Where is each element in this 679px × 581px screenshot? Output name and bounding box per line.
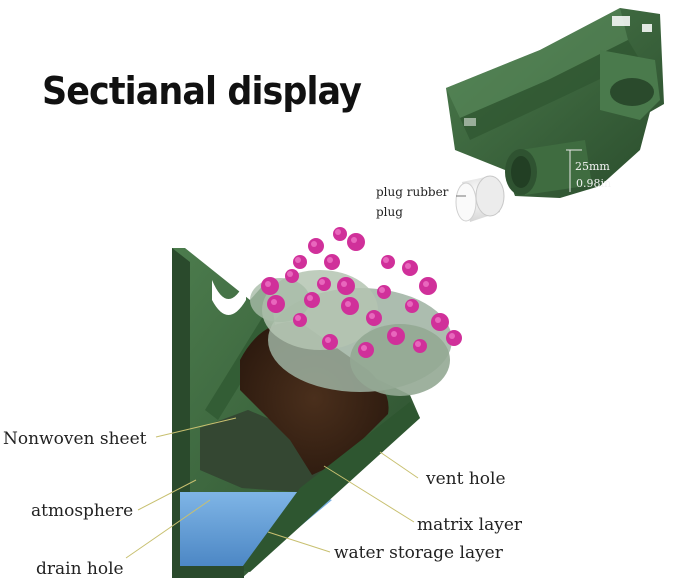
flower-highlight	[287, 271, 293, 277]
label-water-storage-layer: water storage layer	[334, 543, 503, 563]
label-matrix-layer: matrix layer	[417, 515, 523, 535]
drain-pipe	[505, 140, 592, 195]
cross-section	[172, 248, 420, 578]
flower-highlight	[423, 281, 429, 287]
label-nonwoven-sheet: Nonwoven sheet	[3, 429, 147, 449]
flower-highlight	[341, 281, 347, 287]
flower-highlight	[407, 301, 413, 307]
flower-highlight	[345, 301, 351, 307]
label-vent-hole: vent hole	[426, 469, 506, 489]
flower-highlight	[271, 299, 277, 305]
flower-highlight	[379, 287, 385, 293]
flower-highlight	[327, 257, 333, 263]
dimension-mm: 25mm	[575, 160, 610, 173]
flower-highlight	[295, 315, 301, 321]
flower-highlight	[351, 237, 357, 243]
flower-highlight	[369, 313, 375, 319]
flower-highlight	[435, 317, 441, 323]
flower-highlight	[325, 337, 331, 343]
label-atmosphere: atmosphere	[31, 501, 134, 521]
leader-lines	[125, 417, 419, 559]
flower-highlight	[295, 257, 301, 263]
flower-highlight	[405, 263, 411, 269]
page-title: Sectianal display	[42, 69, 362, 113]
dimension-in: 0.98in	[576, 177, 612, 190]
flower-highlight	[449, 333, 455, 339]
flower-highlight	[361, 345, 367, 351]
plug-label-line2: plug	[376, 205, 403, 219]
flower-highlight	[265, 281, 271, 287]
flower-cluster	[261, 227, 462, 358]
planter-module-render	[446, 8, 664, 198]
flower-highlight	[391, 331, 397, 337]
flower-highlight	[307, 295, 313, 301]
flower-highlight	[383, 257, 389, 263]
label-drain-hole: drain hole	[36, 559, 124, 579]
flower-highlight	[319, 279, 325, 285]
flower-highlight	[311, 241, 317, 247]
plug-label-line1: plug rubber	[376, 185, 449, 199]
flower-highlight	[415, 341, 421, 347]
flower-highlight	[335, 229, 341, 235]
rubber-plug	[455, 175, 505, 222]
